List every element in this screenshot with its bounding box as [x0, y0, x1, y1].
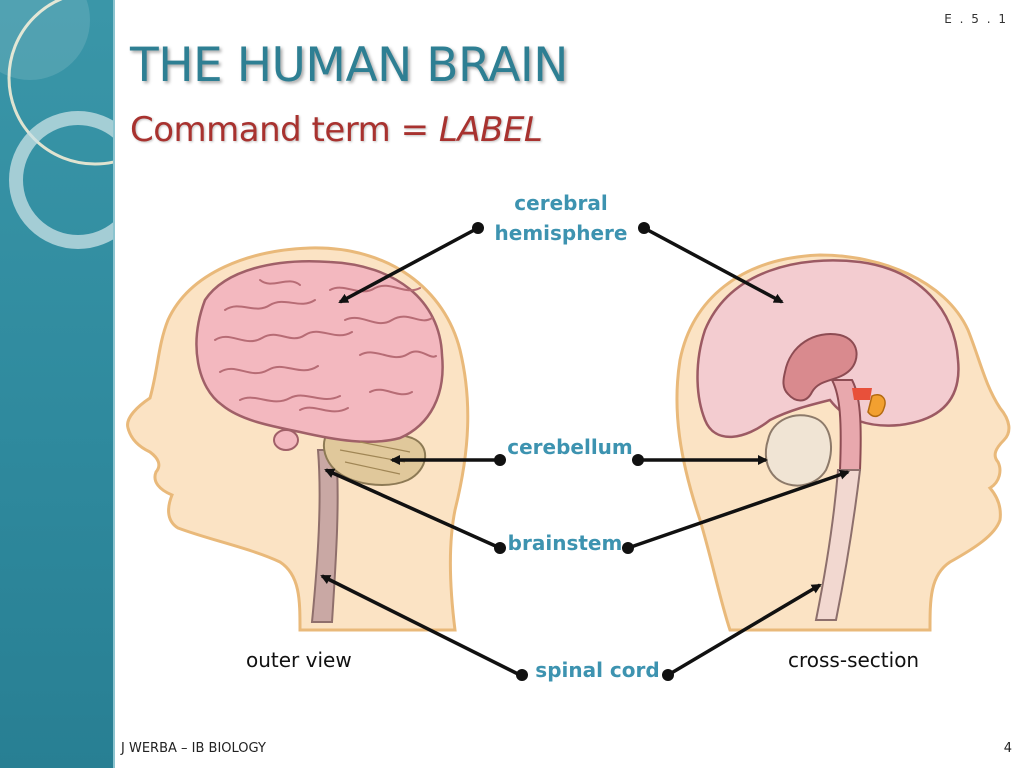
- cross-hypothalamus: [852, 388, 872, 400]
- arrow-cerebral-left: [338, 226, 479, 304]
- subtitle-emphasis: LABEL: [438, 110, 543, 150]
- slide-title: THE HUMAN BRAIN: [130, 38, 568, 93]
- outer-cerebrum: [195, 260, 444, 444]
- page-number: 4: [1003, 741, 1012, 756]
- subtitle-prefix: Command term =: [130, 110, 439, 150]
- arrow-spinal-right: [667, 583, 822, 677]
- label-cerebral-line2: hemisphere: [494, 221, 628, 245]
- cross-pituitary: [867, 394, 886, 418]
- outer-cerebrum-folds: [214, 279, 437, 413]
- cross-section-head: [675, 253, 1011, 632]
- sidebar-rule: [113, 0, 115, 768]
- label-spinal-cord: spinal cord: [535, 658, 660, 682]
- label-brainstem: brainstem: [507, 531, 623, 555]
- label-arrows: [320, 226, 850, 677]
- label-cerebral-hemisphere: cerebral hemisphere: [470, 188, 652, 248]
- slide-subtitle: Command term = LABEL: [130, 110, 543, 150]
- label-cerebellum: cerebellum: [507, 435, 633, 459]
- cross-spinal-cord: [814, 469, 862, 621]
- footer-author: J WERBA – IB BIOLOGY: [121, 741, 266, 756]
- outer-view-head: [126, 246, 470, 632]
- outer-brainstem-tip: [273, 429, 299, 451]
- arrow-brainstem-left: [324, 468, 501, 550]
- arrow-dots: [472, 222, 674, 681]
- cross-cerebellum: [764, 414, 832, 487]
- sidebar-decoration: [0, 0, 113, 768]
- arrow-brainstem-right: [627, 469, 850, 550]
- cross-corpus-callosum: [782, 333, 858, 402]
- slide-code: E . 5 . 1: [944, 12, 1008, 26]
- arrow-spinal-left: [320, 574, 521, 677]
- arrow-cerebral-right: [643, 226, 784, 304]
- sidebar-circles: [0, 0, 113, 249]
- caption-outer-view: outer view: [246, 648, 352, 672]
- caption-cross-section: cross-section: [788, 648, 920, 672]
- label-cerebral-line1: cerebral: [514, 191, 608, 215]
